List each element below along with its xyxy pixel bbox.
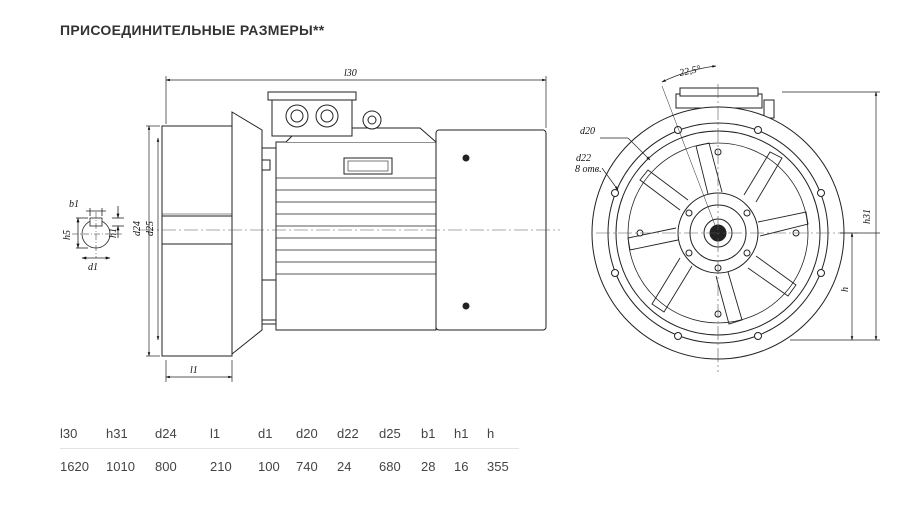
dim-h: h bbox=[840, 287, 851, 292]
table-header-cell: h31 bbox=[106, 418, 155, 449]
dim-d20: d20 bbox=[580, 126, 595, 137]
dim-angle: 22,5° bbox=[678, 64, 701, 79]
dim-b1: b1 bbox=[69, 199, 79, 210]
side-view-dimensions bbox=[146, 76, 547, 382]
table-cell: 16 bbox=[454, 458, 469, 474]
table-cell: 740 bbox=[296, 458, 318, 474]
dim-d24: d24 bbox=[132, 221, 143, 236]
dim-l1: l1 bbox=[190, 365, 198, 376]
table-header-cell: d1 bbox=[258, 418, 296, 449]
table-cell: 1620 bbox=[60, 458, 89, 474]
table-cell: 1010 bbox=[106, 458, 135, 474]
dim-h5: h5 bbox=[62, 230, 73, 240]
table-row: 1620 1010 800 210 100 740 24 680 28 16 3… bbox=[60, 449, 519, 484]
flange-adaptor bbox=[231, 111, 263, 356]
table-cell: 210 bbox=[210, 458, 232, 474]
shaft-section bbox=[72, 206, 124, 260]
table-header-cell: d20 bbox=[296, 418, 337, 449]
table-cell: 800 bbox=[155, 458, 177, 474]
table-header-cell: d22 bbox=[337, 418, 379, 449]
dim-d22: d22 bbox=[576, 153, 591, 164]
dim-d25: d25 bbox=[145, 221, 156, 236]
table-cell: 24 bbox=[337, 458, 352, 474]
table-header-cell: h bbox=[487, 418, 519, 449]
table-header-cell: b1 bbox=[421, 418, 454, 449]
table-cell: 100 bbox=[258, 458, 280, 474]
dim-d22-note: 8 отв. bbox=[575, 164, 602, 175]
side-view bbox=[161, 91, 547, 357]
dim-l30: l30 bbox=[344, 68, 357, 79]
table-cell: 680 bbox=[379, 458, 401, 474]
table-cell: 355 bbox=[487, 458, 509, 474]
terminal-box bbox=[271, 95, 353, 137]
nameplate bbox=[343, 157, 393, 175]
cooling-fins bbox=[276, 177, 436, 275]
dim-h1: h1 bbox=[108, 228, 119, 238]
motor-dimension-drawing: l30 d24 d25 l1 b1 h5 h1 d1 bbox=[62, 64, 880, 382]
table-header-cell: l1 bbox=[210, 418, 258, 449]
table-header-cell: d24 bbox=[155, 418, 210, 449]
dim-d1: d1 bbox=[88, 262, 98, 273]
dimensions-table: l30 h31 d24 l1 d1 d20 d22 d25 b1 h1 h 16… bbox=[60, 418, 519, 483]
table-header-cell: l30 bbox=[60, 418, 106, 449]
table-header-row: l30 h31 d24 l1 d1 d20 d22 d25 b1 h1 h bbox=[60, 418, 519, 449]
table-cell: 28 bbox=[421, 458, 436, 474]
table-header-cell: h1 bbox=[454, 418, 487, 449]
table-header-cell: d25 bbox=[379, 418, 421, 449]
dim-h31: h31 bbox=[862, 209, 873, 224]
front-view-dimensions bbox=[600, 65, 880, 341]
page-title: ПРИСОЕДИНИТЕЛЬНЫЕ РАЗМЕРЫ** bbox=[60, 22, 325, 38]
